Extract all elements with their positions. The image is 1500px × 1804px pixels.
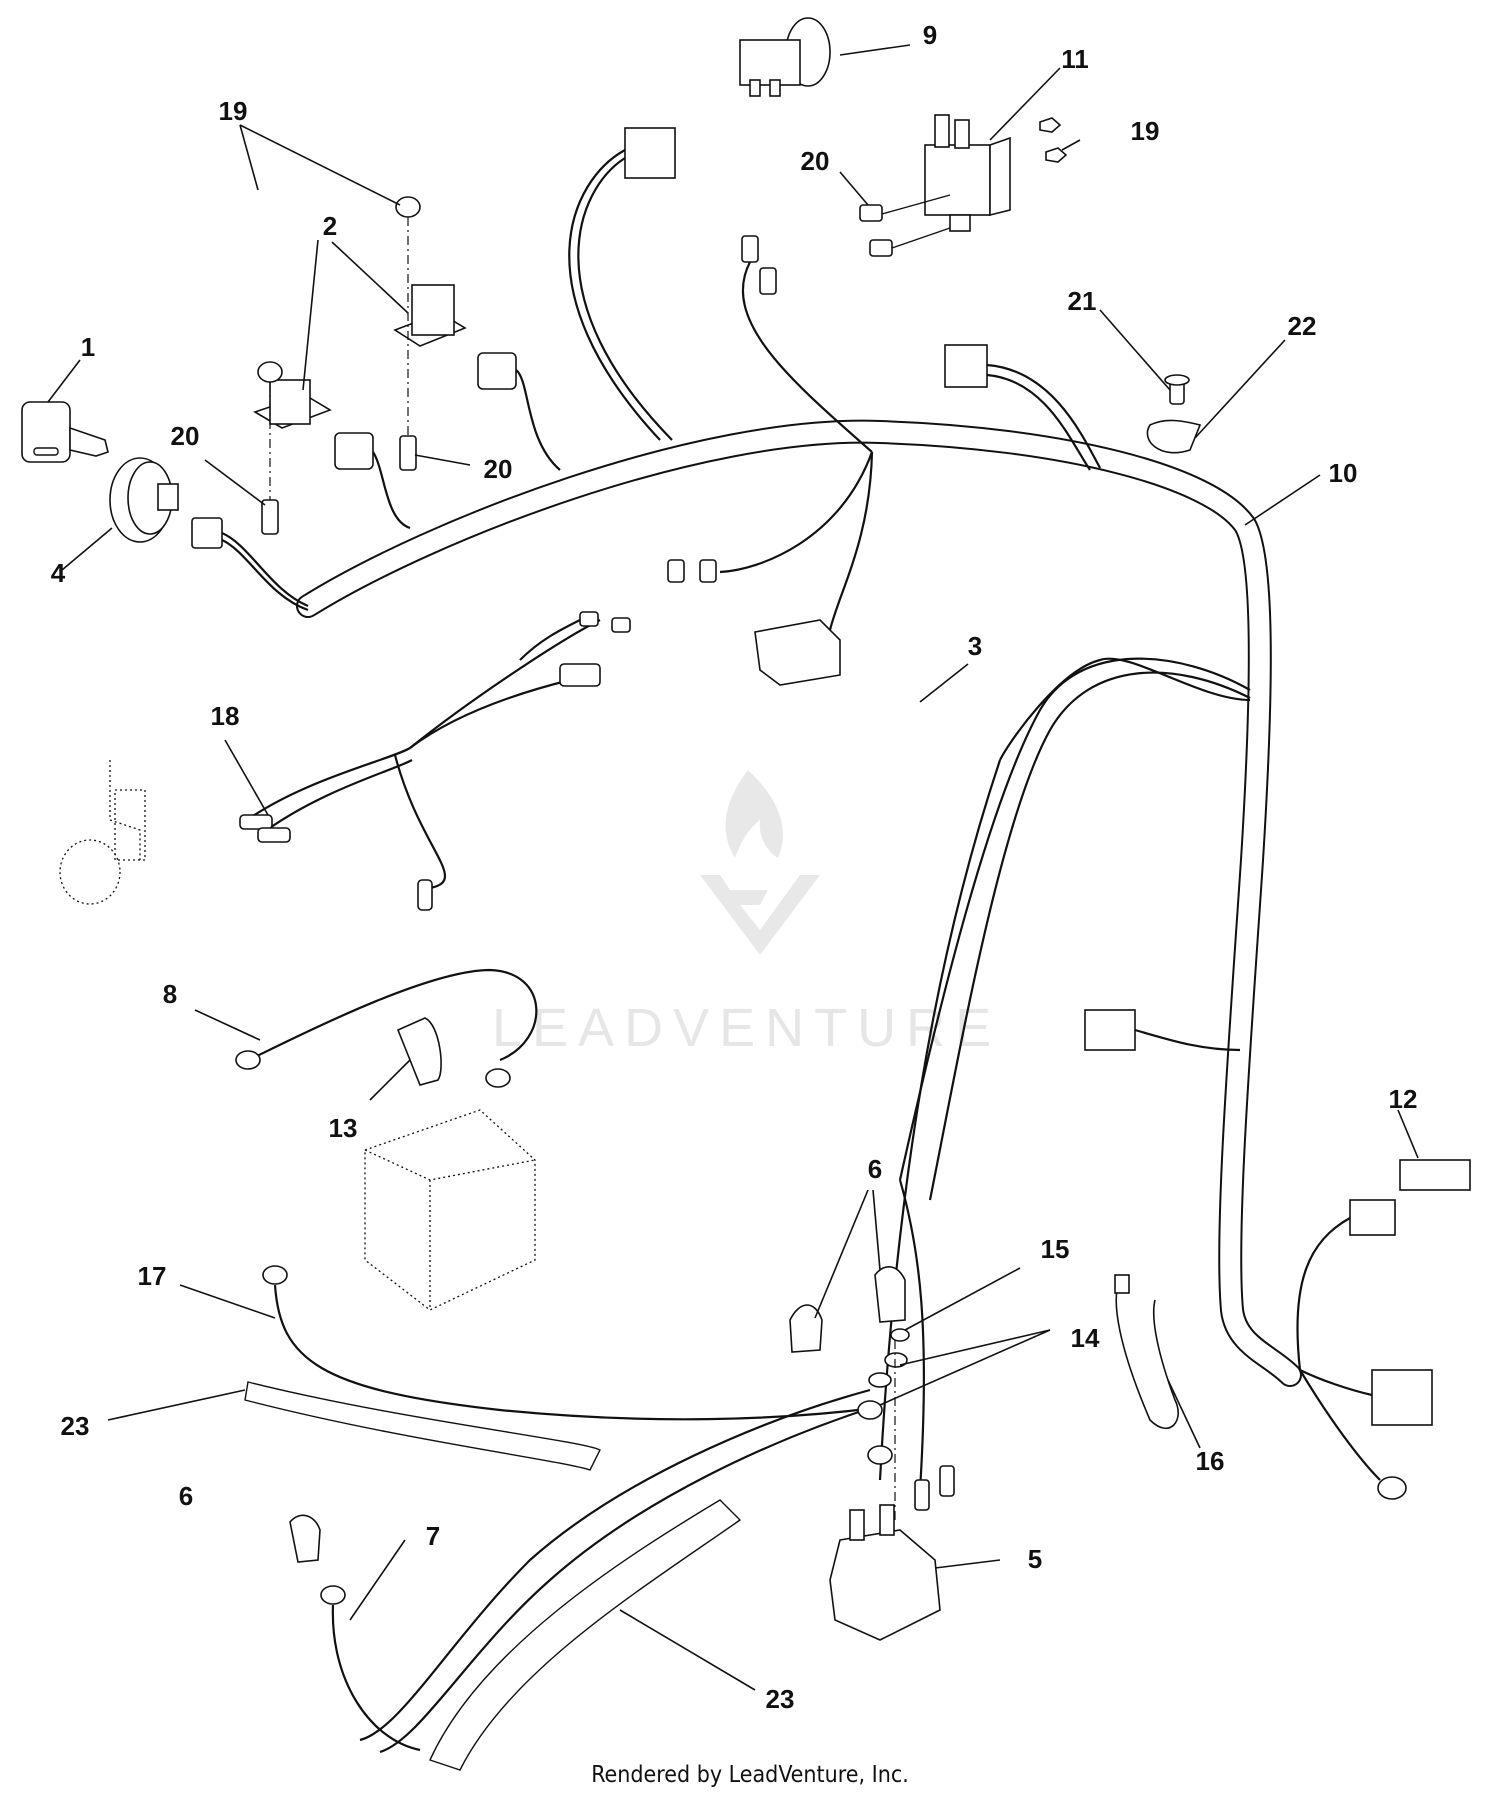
callout-13: 13 (329, 1113, 358, 1143)
seat-switch (859, 114, 1068, 257)
callout-9: 9 (923, 20, 937, 50)
cables-and-sleeves (244, 1265, 881, 1771)
plunger-switch (739, 17, 831, 97)
callout-labels: 1 2 3 4 5 6 6 7 8 9 10 11 12 13 14 15 16… (51, 20, 1418, 1714)
callout-20-left: 20 (171, 421, 200, 451)
leader-lines (47, 44, 1419, 1691)
callout-15: 15 (1041, 1234, 1070, 1264)
callout-17: 17 (138, 1261, 167, 1291)
render-credit: Rendered by LeadVenture, Inc. (591, 1762, 909, 1788)
callout-10: 10 (1329, 458, 1358, 488)
callout-20-top: 20 (801, 146, 830, 176)
callout-3: 3 (968, 631, 982, 661)
clamp-hardware (1146, 374, 1202, 454)
callout-6-lower: 6 (179, 1481, 193, 1511)
callout-21: 21 (1068, 286, 1097, 316)
callout-23-bottom: 23 (766, 1684, 795, 1714)
callout-19-right: 19 (1131, 116, 1160, 146)
relay-assembly (253, 196, 561, 535)
callout-1: 1 (81, 332, 95, 362)
callout-22: 22 (1288, 311, 1317, 341)
callout-8: 8 (163, 979, 177, 1009)
main-harness (296, 419, 1302, 1387)
right-harness-branches (878, 657, 1471, 1511)
callout-12: 12 (1389, 1084, 1418, 1114)
callout-23-left: 23 (61, 1411, 90, 1441)
accessory-harness (59, 611, 631, 911)
solenoid-group (789, 1266, 1179, 1641)
leadventure-watermark: LEADVENTURE (492, 770, 1001, 1058)
callout-6-upper: 6 (868, 1154, 882, 1184)
callout-16: 16 (1196, 1446, 1225, 1476)
callout-2: 2 (323, 211, 337, 241)
callout-4: 4 (51, 558, 66, 588)
ignition-switch (109, 457, 309, 612)
callout-11: 11 (1061, 44, 1089, 74)
callout-14: 14 (1071, 1323, 1100, 1353)
battery-group (235, 968, 538, 1311)
callout-7: 7 (426, 1521, 440, 1551)
callout-18: 18 (211, 701, 240, 731)
watermark-text: LEADVENTURE (492, 998, 1001, 1058)
callout-19-left: 19 (219, 96, 248, 126)
upper-harness-branches (568, 127, 1101, 686)
callout-5: 5 (1028, 1544, 1042, 1574)
ignition-key (21, 401, 109, 463)
callout-20-middle: 20 (484, 454, 513, 484)
